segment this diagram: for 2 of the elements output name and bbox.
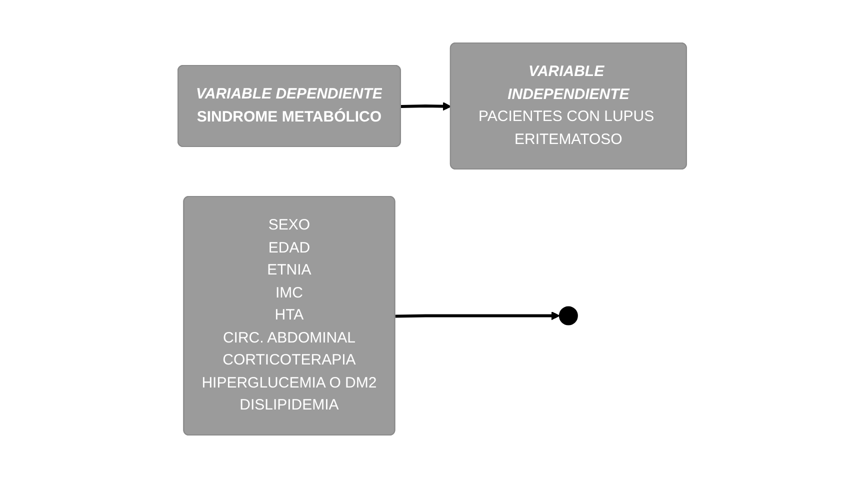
arrow bbox=[401, 102, 452, 111]
arrow bbox=[395, 311, 560, 320]
